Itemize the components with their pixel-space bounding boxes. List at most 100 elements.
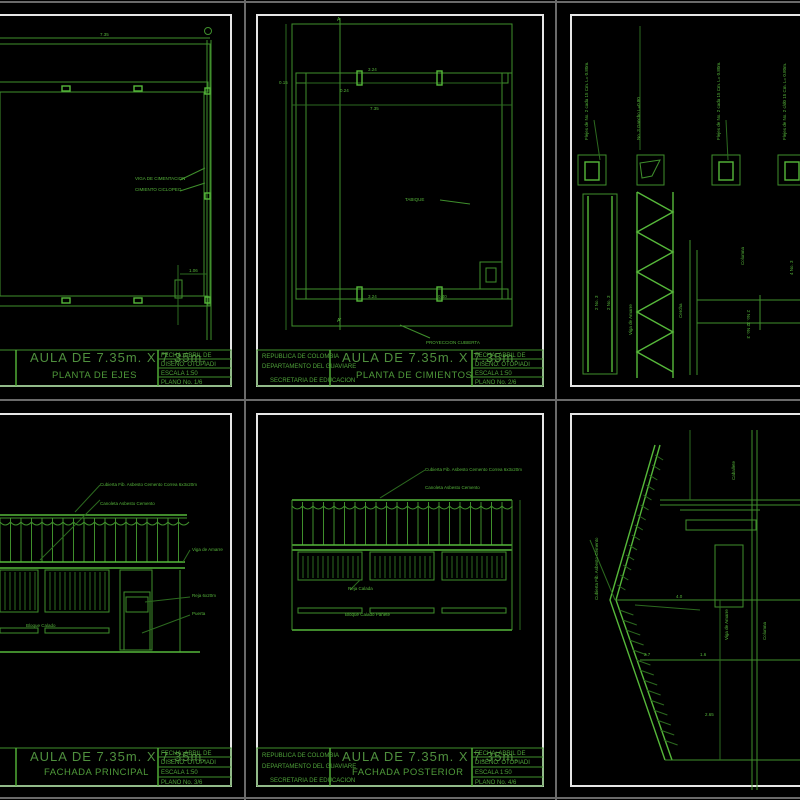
designer-field: DISEÑO: OTOPIADI xyxy=(161,361,216,368)
drawing-line xyxy=(646,689,661,696)
annotation-bars: 4 No. 3 xyxy=(789,260,794,275)
drawing-line xyxy=(620,574,629,581)
plan-number: PLANO No. 2/6 xyxy=(475,380,517,386)
dimension-text: 3.24 xyxy=(368,294,377,299)
annotation-window: Reja Calada xyxy=(348,586,373,591)
axis-plan xyxy=(0,27,212,340)
org-line: DEPARTAMENTO DEL GUAVIARE xyxy=(262,764,356,770)
annotation-partition: TABIQUE xyxy=(405,197,424,202)
section-cut-label: A xyxy=(337,17,341,23)
scale-field: ESCALA 1:50 xyxy=(475,770,512,776)
foundation-plan xyxy=(285,18,513,339)
drawing-line xyxy=(656,719,671,726)
date-field: FECHA: ABRIL DE xyxy=(161,353,211,359)
annotation-roof-projection: PROYECCION CUBIERTA xyxy=(426,340,480,345)
cross-section xyxy=(589,430,800,790)
dimension-text: 0.40 xyxy=(438,294,447,299)
dimension-text: 1.6 xyxy=(700,652,707,657)
detail-drawings xyxy=(577,26,800,378)
annotation-window: Reja 6x20m xyxy=(192,593,216,598)
dimension-text: 3.24 xyxy=(368,67,377,72)
sheet-fachada-principal[interactable]: Cubierta Fib. Asbesto Cemento Correa 6x3… xyxy=(0,413,232,787)
window-bars xyxy=(302,556,503,578)
sheet-fachada-posterior[interactable]: Cubierta Fib. Asbesto Cemento Correa 6x3… xyxy=(256,413,544,787)
drawing-line xyxy=(654,454,664,461)
project-title: AULA DE 7.35m. X 7.35m. xyxy=(342,350,519,365)
org-line: DEPARTAMENTO DEL GUAVIARE xyxy=(262,364,356,370)
org-line: SECRETARIA DE EDUCACION xyxy=(270,378,355,384)
date-field: FECHA: ABRIL DE xyxy=(475,751,525,757)
annotation-tie-beam: Viga de Amarre xyxy=(628,304,633,335)
annotation-hook: No. 3 Gancho L=0.80 xyxy=(636,97,641,140)
annotation-stirrup: Flejes de No. 2 cada 15 Cm. L= 0.80m. xyxy=(584,62,589,140)
roof-truss xyxy=(617,454,678,746)
drawing-line xyxy=(626,629,641,636)
drawing-line xyxy=(640,504,649,511)
dimension-text: 0.24 xyxy=(340,88,349,93)
drawing-line xyxy=(663,739,678,746)
section-cut-label: A' xyxy=(337,318,341,324)
project-title: AULA DE 7.35m. X 7.35m. xyxy=(30,749,207,764)
sheet-planta-de-ejes[interactable]: 7.35 VIGA DE CIMENTACION CIMIENTO CICLOP… xyxy=(0,14,232,387)
annotation-roof: Cubierta Fib. Asbesto Cemento Correa 6x3… xyxy=(425,467,522,472)
annotation-bars: 2 No. 3 xyxy=(594,295,599,310)
annotation-bars: 2 No. 3 xyxy=(606,295,611,310)
sheet-section[interactable]: Cubierta Fib. Asbesto Cemento Caballete … xyxy=(570,413,800,790)
title-block: AULA DE 7.35m. X 7.35m. FACHADA PRINCIPA… xyxy=(0,747,232,787)
annotation-bars: 2 No. 3 xyxy=(746,324,751,339)
annotation-footing: CIMIENTO CICLOPEO xyxy=(135,187,182,192)
sheet-frame xyxy=(570,14,800,387)
project-title: AULA DE 7.35m. X 7.35m. xyxy=(30,350,207,365)
date-field: FECHA: ABRIL DE xyxy=(161,751,211,757)
drawing-line xyxy=(636,659,651,666)
drawing-line xyxy=(622,619,637,626)
drawing-line xyxy=(649,474,658,481)
annotation-beam: VIGA DE CIMENTACION xyxy=(135,176,185,181)
drawing-line xyxy=(639,669,654,676)
org-line: REPUBLICA DE COLOMBIA xyxy=(262,753,339,759)
dimension-text: 4.0 xyxy=(676,594,683,599)
drawing-line xyxy=(619,609,634,616)
annotation-stirrup: Flejes de No. 2 c/d0 15 Cm. L= 0.80m. xyxy=(782,63,787,140)
sheet-frame xyxy=(570,413,800,787)
annotation-gutter: Canoleta Asbesto Cemento xyxy=(100,501,155,506)
plan-number: PLANO No. 1/6 xyxy=(161,380,203,386)
annotation-door: Puerta xyxy=(192,611,206,616)
annotation-stirrup: Flejes de No. 2 cada 15 Cm. L= 0.80m. xyxy=(716,62,721,140)
drawing-line xyxy=(617,584,626,591)
designer-field: DISEÑO: OTOPIADI xyxy=(475,759,530,766)
drawing-line xyxy=(629,639,644,646)
scale-field: ESCALA 1:50 xyxy=(161,770,198,776)
drawing-line xyxy=(643,494,652,501)
annotation-tie-beam: Viga de Amarre xyxy=(192,547,223,552)
annotation-block: Bloque Calado Pañete xyxy=(345,612,391,617)
annotation-ridge: Caballete xyxy=(731,460,736,480)
org-line: REPUBLICA DE COLOMBIA xyxy=(262,354,339,360)
drawing-line xyxy=(637,514,646,521)
drawing-line xyxy=(646,484,655,491)
drawing-line xyxy=(651,464,661,471)
dimension-text: 2.65 xyxy=(705,712,714,717)
detail-annotations: Flejes de No. 2 cada 15 Cm. L= 0.80m. No… xyxy=(584,62,794,339)
sheet-title: FACHADA PRINCIPAL xyxy=(44,767,149,778)
annotation-roof: Cubierta Fib. Asbesto Cemento Correa 6x3… xyxy=(100,482,197,487)
designer-field: DISEÑO: OTOPIADI xyxy=(161,759,216,766)
drawing-line xyxy=(643,679,658,686)
dimension-text: 0.15 xyxy=(279,80,288,85)
drawing-line xyxy=(660,729,675,736)
sheet-title: PLANTA DE CIMIENTOS xyxy=(356,370,472,381)
sheet-details[interactable]: Flejes de No. 2 cada 15 Cm. L= 0.80m. No… xyxy=(570,14,800,387)
annotation-column: Columna xyxy=(762,621,767,640)
drawing-line xyxy=(622,564,632,571)
annotation-column: Columna xyxy=(740,246,745,265)
drawing-line xyxy=(0,521,190,526)
scale-field: ESCALA 1:50 xyxy=(475,371,512,377)
dimension-text: 7.35 xyxy=(370,106,379,111)
sheet-planta-de-cimientos[interactable]: A A' 3.24 0.24 7.35 0.15 0.40 3.24 TABIQ… xyxy=(256,14,544,387)
sheet-frame xyxy=(256,14,544,387)
drawing-line xyxy=(625,554,635,561)
drawing-line xyxy=(628,544,638,551)
annotation-beam: Viga de Amarre xyxy=(724,609,729,640)
